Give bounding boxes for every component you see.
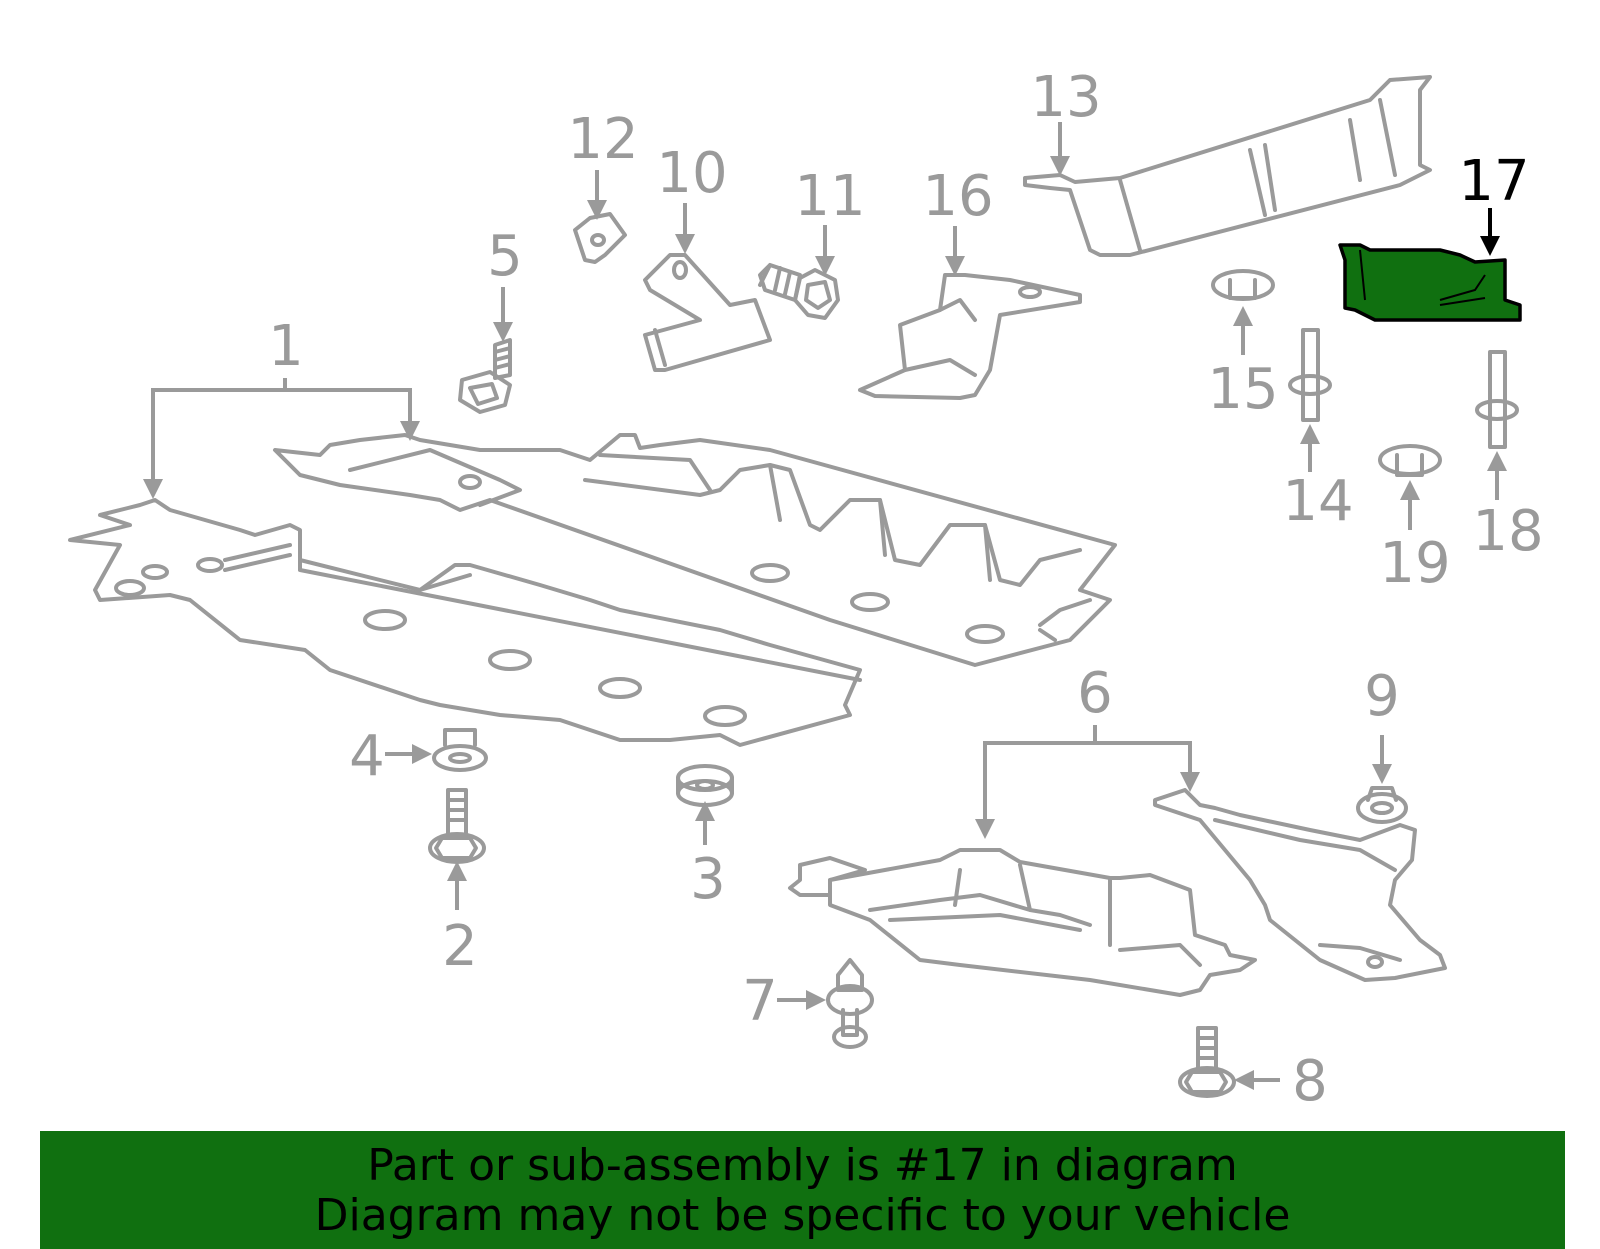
callout-15: 15 [1207, 357, 1278, 422]
part-3-grommet [676, 764, 734, 807]
callout-4: 4 [349, 724, 385, 789]
part-14-rivet [1288, 328, 1332, 422]
callout-12: 12 [567, 107, 638, 172]
leader-lines [143, 122, 1507, 1090]
part-19-pin [1378, 444, 1442, 477]
part-4-nut [432, 728, 488, 772]
callout-2: 2 [442, 914, 478, 979]
callout-1: 1 [268, 314, 304, 379]
callout-6: 6 [1077, 661, 1113, 726]
part-7-pin [826, 958, 874, 1049]
part-12-clip [573, 212, 627, 264]
banner-line-part-number: Part or sub-assembly is #17 in diagram [367, 1140, 1238, 1191]
callout-17: 17 [1458, 149, 1529, 214]
callout-18: 18 [1472, 499, 1543, 564]
banner-line-disclaimer: Diagram may not be specific to your vehi… [314, 1190, 1291, 1241]
part-10-bracket [643, 253, 772, 372]
part-16-bracket [858, 273, 1082, 400]
callout-14: 14 [1282, 469, 1353, 534]
part-11-bolt [758, 263, 840, 320]
callout-16: 16 [922, 164, 993, 229]
callout-10: 10 [656, 141, 727, 206]
callout-5: 5 [487, 224, 523, 289]
part-9-nut [1356, 786, 1408, 824]
part-18-rivet [1475, 350, 1519, 449]
callout-13: 13 [1030, 65, 1101, 130]
part-5-bolt [458, 338, 512, 414]
callout-11: 11 [794, 164, 865, 229]
callout-8: 8 [1292, 1049, 1328, 1114]
info-banner: Part or sub-assembly is #17 in diagram D… [40, 1131, 1565, 1249]
part-6-shield [788, 788, 1447, 997]
part-15-pin [1211, 269, 1275, 301]
callout-7: 7 [742, 969, 778, 1034]
callout-19: 19 [1379, 531, 1450, 596]
part-13-bracket [1023, 75, 1432, 257]
part-2-bolt [428, 788, 486, 864]
part-1-shield [68, 433, 1117, 747]
part-17-highlighted [1338, 243, 1522, 322]
callout-labels: 1 2 3 4 5 6 7 8 9 10 11 12 13 14 15 16 1… [268, 65, 1543, 1114]
part-8-bolt [1178, 1026, 1236, 1098]
callout-3: 3 [690, 847, 726, 912]
callout-9: 9 [1364, 664, 1400, 729]
